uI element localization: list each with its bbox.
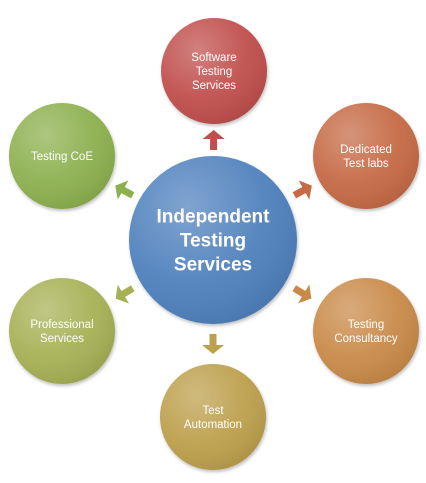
node-label: Test — [202, 405, 224, 417]
node-label: Services — [192, 80, 236, 92]
node-label: Testing CoE — [31, 151, 93, 163]
node-testing-coe: Testing CoE — [9, 103, 115, 209]
node-label: Dedicated — [340, 144, 392, 156]
node-label: Consultancy — [334, 333, 398, 345]
node-label: Testing — [196, 66, 232, 78]
arrow-icon — [115, 284, 135, 304]
node-label: Automation — [184, 419, 242, 431]
node-shine — [313, 103, 419, 209]
node-shine — [9, 278, 115, 384]
center-label: Independent — [157, 207, 271, 228]
node-label: Professional — [30, 319, 93, 331]
arrow-icon — [202, 334, 224, 354]
center-label: Services — [174, 255, 252, 276]
arrow-icon — [292, 284, 312, 304]
center-label: Testing — [180, 231, 246, 252]
node-label: Test labs — [343, 158, 389, 170]
node-label: Software — [191, 52, 236, 64]
node-shine — [9, 103, 115, 209]
connector-arrows — [115, 130, 312, 354]
node-shine — [160, 364, 266, 470]
node-shine — [161, 18, 267, 124]
node-label: Testing — [348, 319, 384, 331]
arrow-icon — [115, 180, 135, 200]
arrow-icon — [292, 180, 312, 200]
center-shine — [129, 156, 297, 324]
node-label: Services — [40, 333, 84, 345]
arrow-icon — [202, 130, 225, 151]
node-shine — [313, 278, 419, 384]
